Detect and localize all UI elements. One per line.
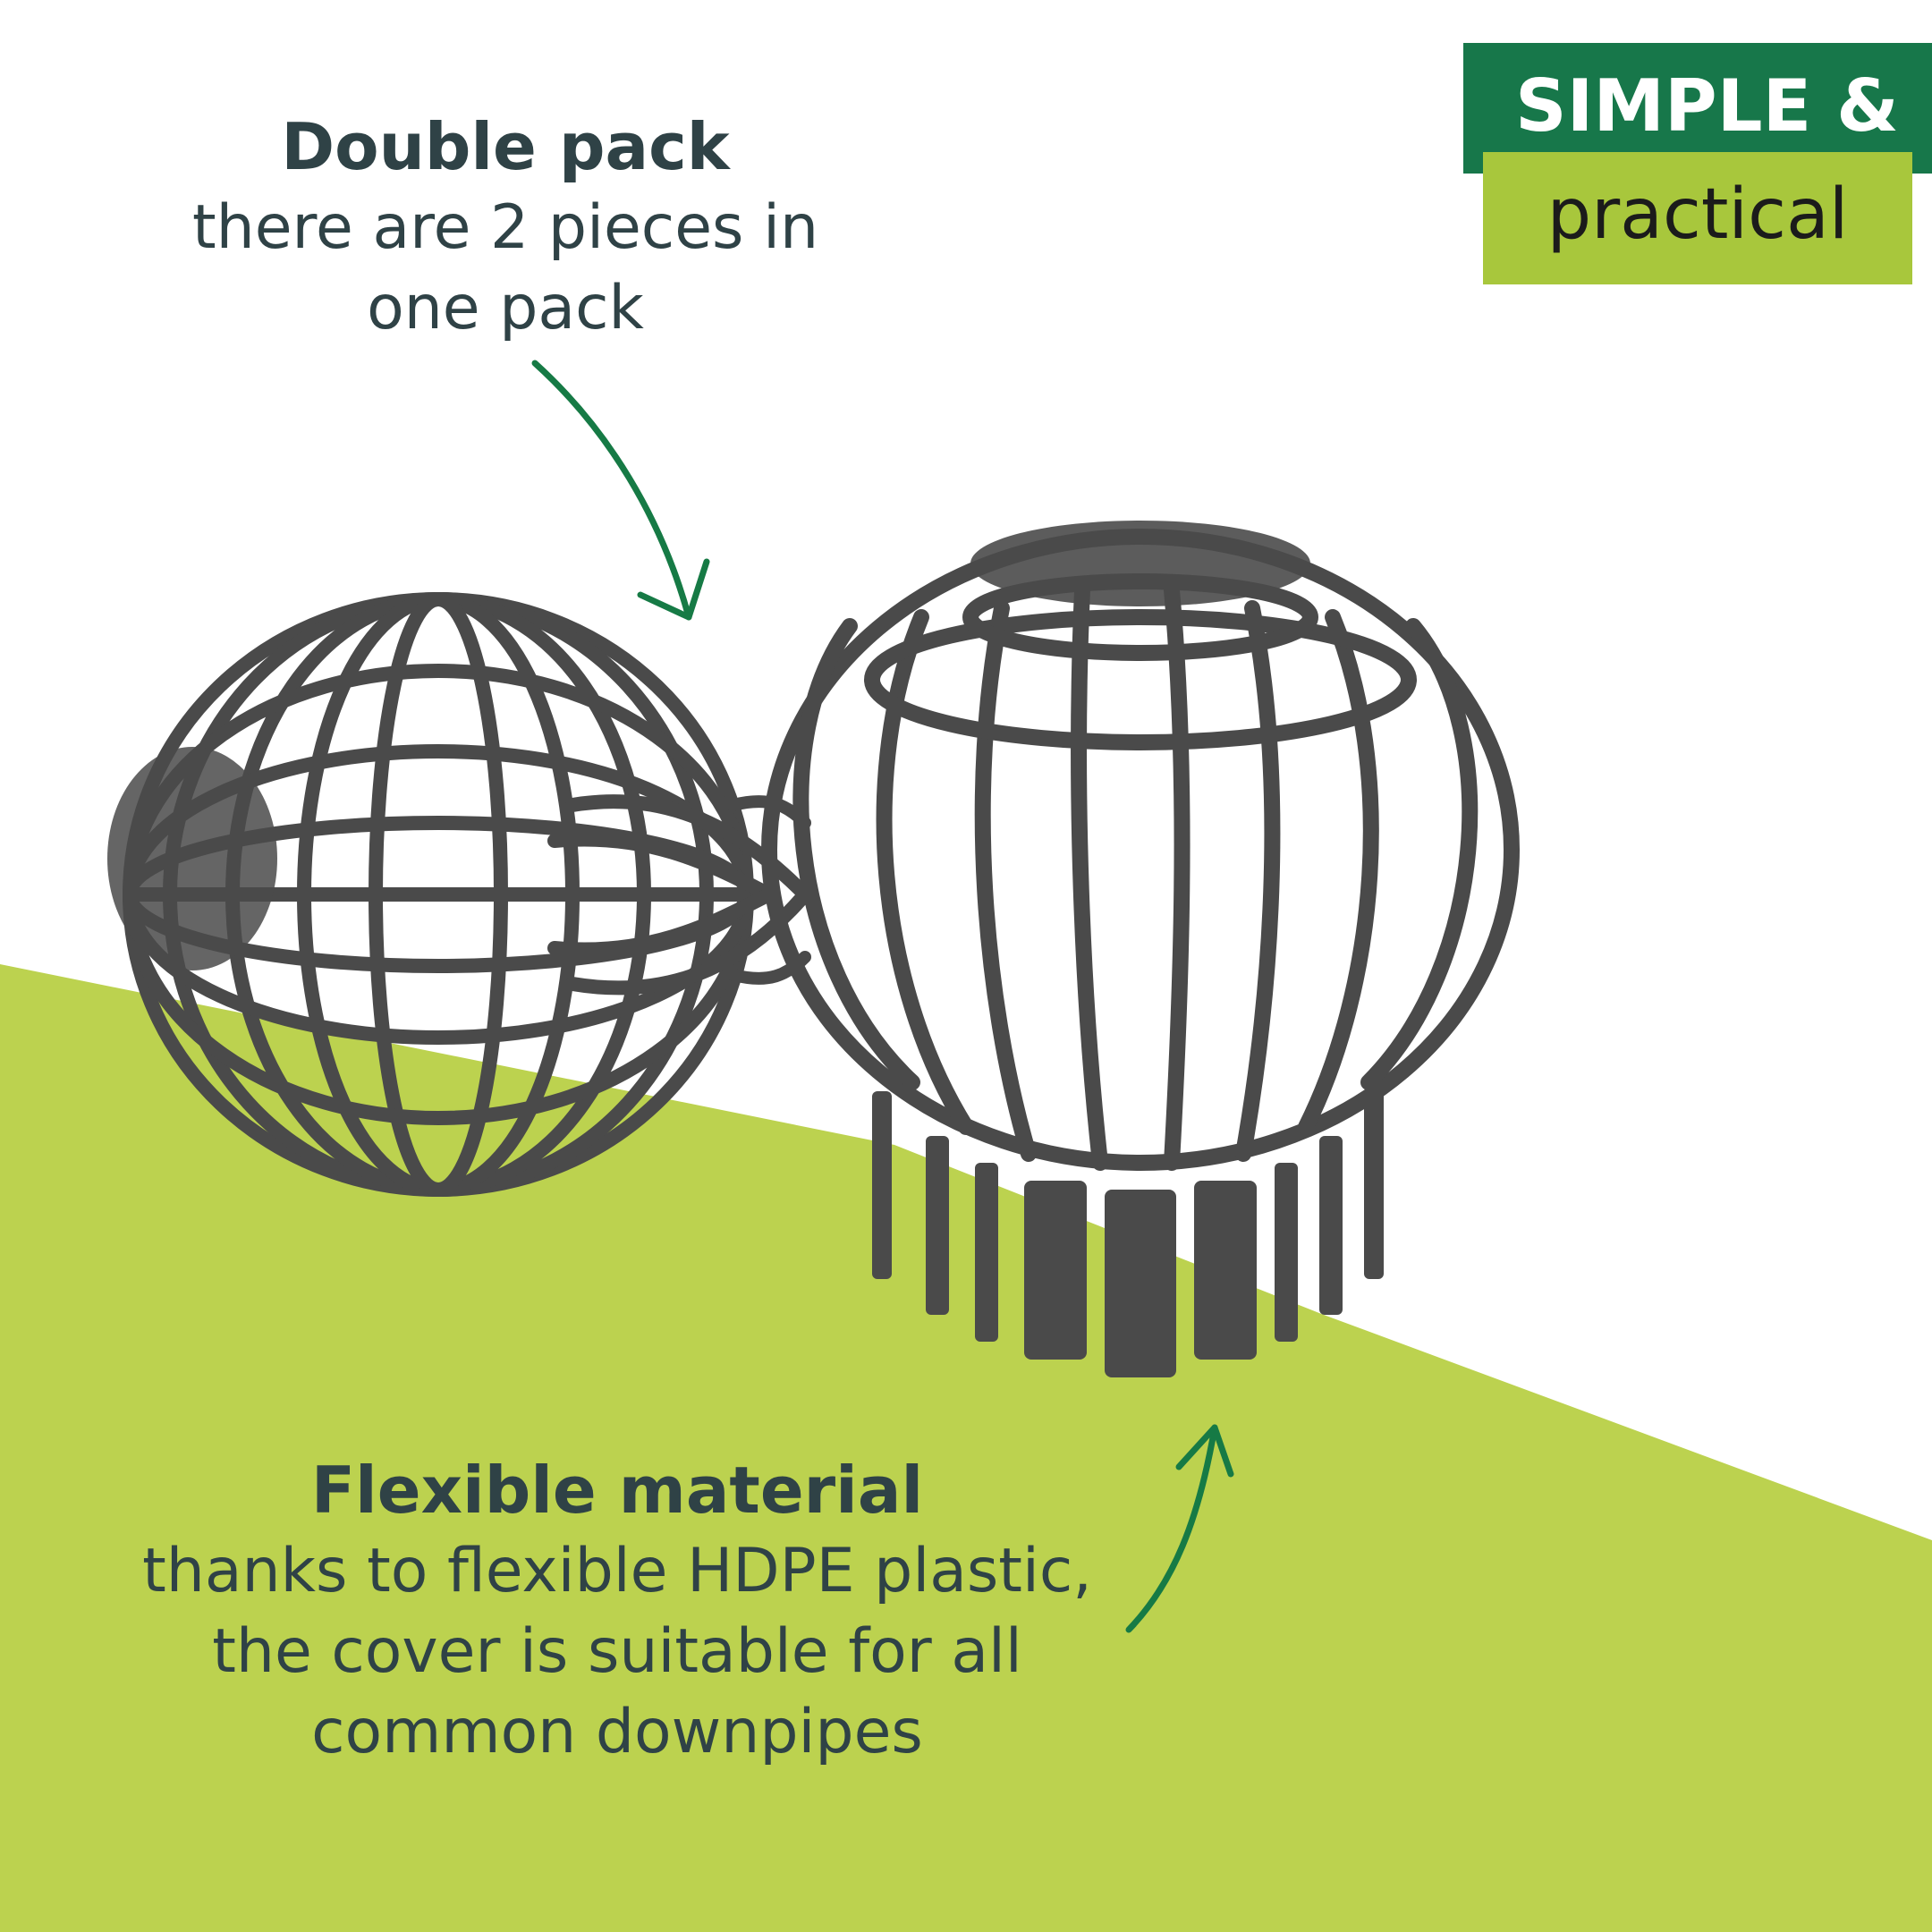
badge-bottom-band: practical <box>1483 152 1912 284</box>
callout-line: one pack <box>367 273 644 343</box>
double-pack-callout: Double pack there are 2 pieces in one pa… <box>134 106 877 349</box>
callout-line: common downpipes <box>311 1697 923 1767</box>
curved-arrow-down-icon <box>531 360 710 621</box>
callout-heading: Flexible material <box>310 1453 924 1528</box>
callout-heading: Double pack <box>281 109 730 184</box>
badge-top-band: SIMPLE & <box>1463 43 1932 174</box>
callout-line: there are 2 pieces in <box>191 192 819 263</box>
badge-line-2: practical <box>1546 174 1849 255</box>
curved-arrow-up-icon <box>1125 1424 1234 1633</box>
lime-background-band <box>0 964 1932 1932</box>
simple-practical-badge: SIMPLE & practical <box>1463 43 1932 286</box>
left-guard-cap <box>107 747 277 970</box>
downpipe-ball-guard-right <box>761 529 1520 1171</box>
badge-line-1: SIMPLE & <box>1515 64 1899 148</box>
flexible-material-callout: Flexible material thanks to flexible HDP… <box>80 1449 1154 1773</box>
right-guard-cap <box>970 521 1310 606</box>
guard-base-fingers <box>872 1091 1384 1377</box>
callout-line: thanks to flexible HDPE plastic, <box>142 1536 1092 1606</box>
callout-line: the cover is suitable for all <box>212 1616 1022 1687</box>
